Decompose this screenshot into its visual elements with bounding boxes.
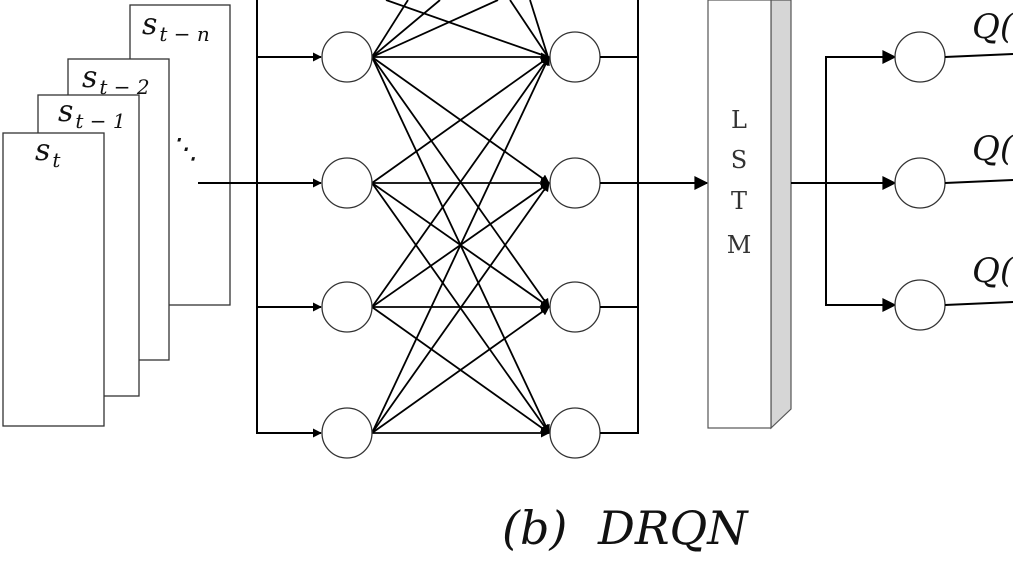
q-out-line-2: [944, 179, 1013, 184]
output-neuron: [894, 157, 946, 209]
lstm-letter-t: T: [731, 187, 747, 215]
figure-caption: (b) DRQN: [502, 501, 749, 555]
cutoff-conn: [529, 0, 549, 58]
connection-edge: [371, 56, 550, 308]
cutoff-conn: [371, 0, 409, 58]
dense-connections: [371, 52, 550, 438]
lstm-front-face: [707, 0, 772, 429]
hidden-layer-1: [321, 31, 373, 459]
lstm-letter-l: L: [731, 106, 747, 134]
neuron: [321, 407, 373, 459]
lstm-letter-s: S: [731, 146, 747, 174]
caption-title: DRQN: [597, 501, 749, 555]
q-label-2: Q(: [972, 129, 1013, 169]
neuron: [549, 407, 601, 459]
q-label-1: Q(: [972, 7, 1013, 47]
q-out-line-3: [944, 301, 1013, 306]
neuron: [321, 31, 373, 83]
frame-t: [2, 132, 105, 427]
frames-ellipsis: ⋱: [170, 132, 198, 165]
lstm-block: L S T M: [707, 0, 792, 430]
output-neuron: [894, 279, 946, 331]
neuron: [321, 157, 373, 209]
cutoff-conn: [385, 0, 549, 58]
q-out-line-1: [944, 53, 1013, 58]
top-cutoff-connections: [371, 0, 549, 58]
output-section: Q( Q( Q(: [791, 7, 1013, 331]
cutoff-conn: [371, 0, 441, 58]
layer2-output-bus: [600, 0, 709, 434]
cutoff-conn: [371, 0, 499, 58]
q-label-3: Q(: [972, 251, 1013, 291]
connection-edge: [371, 182, 550, 434]
neuron: [549, 31, 601, 83]
hidden-layer-2: [549, 31, 601, 459]
cutoff-conn: [509, 0, 549, 58]
connection-edge: [371, 56, 550, 434]
input-bus: [256, 0, 322, 438]
lstm-letter-m: M: [727, 231, 752, 259]
output-neuron: [894, 31, 946, 83]
connection-edge: [371, 306, 550, 434]
connection-edge: [371, 56, 550, 184]
lstm-side-face: [770, 0, 792, 430]
neuron: [549, 281, 601, 333]
neuron: [321, 281, 373, 333]
caption-label: (b): [502, 501, 567, 555]
neuron: [549, 157, 601, 209]
